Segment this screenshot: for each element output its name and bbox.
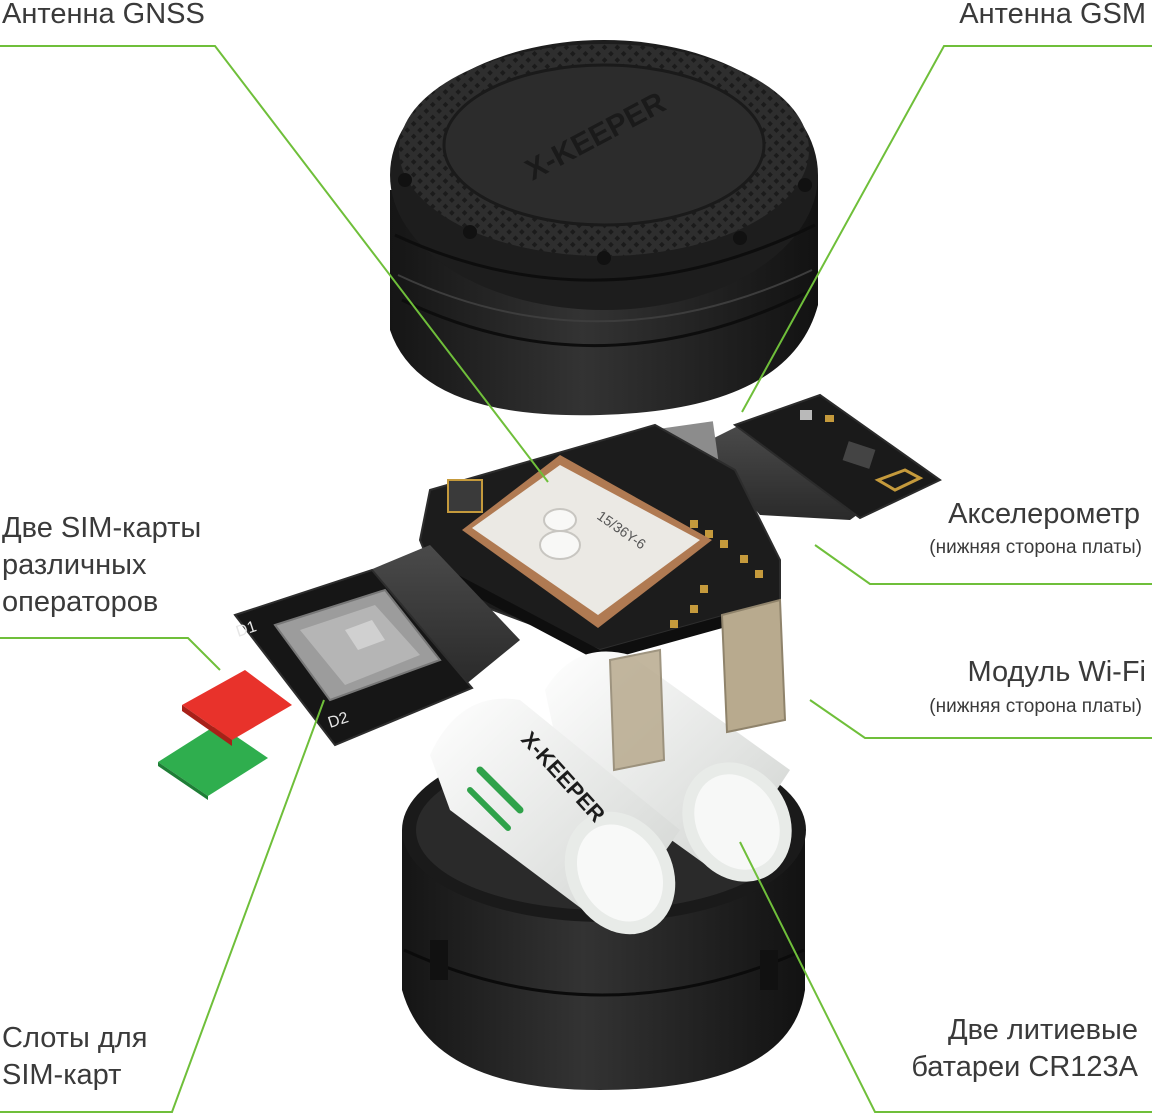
label-sim-slots-line-2: SIM-карт <box>2 1059 122 1091</box>
label-gnss-antenna: Антенна GNSS <box>2 0 205 30</box>
label-sim-cards: Две SIM-карты различных операторов <box>2 510 201 621</box>
sim-card-red <box>182 670 292 740</box>
leader-sim-slots <box>0 699 325 1113</box>
label-accelerometer: Акселерометр <box>948 498 1140 530</box>
leader-accelerometer <box>814 544 1152 585</box>
sim-cards <box>158 670 292 800</box>
lid-screw-holes <box>398 173 812 265</box>
slot-d1-marker: D1 <box>234 618 259 641</box>
slot-d2-marker: D2 <box>326 709 351 732</box>
label-sim-slots-line-1: Слоты для <box>2 1022 148 1054</box>
leader-gnss <box>0 45 549 483</box>
label-gsm-antenna: Антенна GSM <box>959 0 1146 30</box>
sim-card-green <box>158 724 268 796</box>
label-batteries: Две литиевые батареи CR123A <box>911 1012 1138 1086</box>
label-sim-cards-line-1: Две SIM-карты <box>2 512 202 544</box>
sim-holder-board: D1 D2 <box>233 545 520 747</box>
label-wifi-note: (нижняя сторона платы) <box>929 696 1142 717</box>
label-sim-cards-line-2: различных <box>2 549 147 581</box>
leader-sim-cards <box>0 637 221 671</box>
label-sim-cards-line-3: операторов <box>2 586 159 618</box>
label-wifi-module: Модуль Wi-Fi <box>967 656 1146 688</box>
leader-batteries <box>739 841 1152 1113</box>
label-accelerometer-note: (нижняя сторона платы) <box>929 537 1142 558</box>
top-housing: X-KEEPER <box>390 40 818 416</box>
label-batteries-line-1: Две литиевые <box>947 1014 1138 1046</box>
main-pcb: 15/36Y-6 <box>418 423 781 662</box>
leader-lines <box>0 45 1152 1113</box>
label-batteries-line-2: батареи CR123A <box>911 1051 1138 1083</box>
leader-wifi <box>809 699 1152 739</box>
batteries: X-KEEPER <box>430 598 792 935</box>
label-sim-slots: Слоты для SIM-карт <box>2 1020 147 1094</box>
leader-gsm <box>741 45 1152 413</box>
